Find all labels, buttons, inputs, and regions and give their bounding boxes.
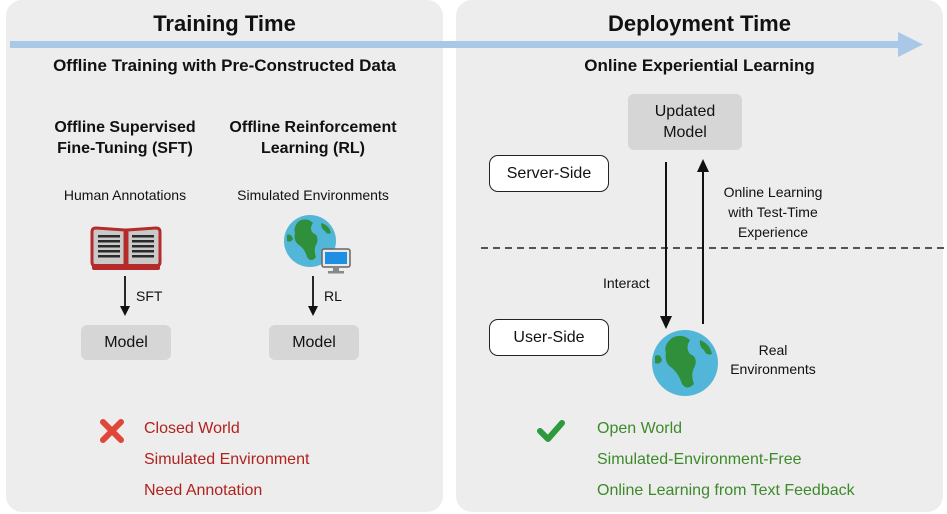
rl-heading-line2: Learning (RL) bbox=[261, 140, 365, 157]
sft-heading-line2: Fine-Tuning (SFT) bbox=[57, 140, 193, 157]
sft-arrow-label: SFT bbox=[136, 288, 163, 304]
pro-simulated-environment-free: Simulated-Environment-Free bbox=[597, 451, 802, 468]
con-simulated-environment: Simulated Environment bbox=[144, 451, 310, 468]
online-learning-line1: Online Learning bbox=[723, 184, 823, 200]
rl-arrow bbox=[308, 276, 318, 316]
rl-heading: Offline Reinforcement Learning (RL) bbox=[213, 117, 413, 159]
interact-arrow-head bbox=[660, 316, 672, 329]
rl-heading-line1: Offline Reinforcement bbox=[229, 119, 397, 136]
sft-heading: Offline Supervised Fine-Tuning (SFT) bbox=[30, 117, 220, 159]
training-time-panel bbox=[6, 0, 443, 512]
online-learning-line3: Experience bbox=[737, 224, 809, 240]
real-env-line1: Real bbox=[758, 342, 788, 358]
updated-model-box: Updated Model bbox=[628, 94, 742, 150]
training-time-title: Training Time bbox=[153, 11, 296, 36]
user-side-box: User-Side bbox=[489, 319, 609, 356]
sft-arrow bbox=[120, 276, 130, 316]
sft-model-box: Model bbox=[81, 325, 171, 360]
updated-model-line1: Updated bbox=[654, 103, 716, 120]
human-annotations-label: Human Annotations bbox=[63, 187, 187, 203]
server-side-box: Server-Side bbox=[489, 155, 609, 192]
online-learning-label: Online Learning with Test-Time Experienc… bbox=[718, 182, 828, 242]
learning-arrow-head bbox=[697, 159, 709, 172]
con-closed-world: Closed World bbox=[144, 420, 240, 437]
pro-online-learning-text-feedback: Online Learning from Text Feedback bbox=[597, 482, 855, 499]
book-icon bbox=[90, 226, 162, 270]
pro-open-world: Open World bbox=[597, 420, 683, 437]
rl-arrow-label: RL bbox=[324, 288, 342, 304]
real-environments-label: Real Environments bbox=[718, 341, 828, 379]
updated-model-line2: Model bbox=[663, 124, 707, 141]
real-env-line2: Environments bbox=[730, 361, 816, 377]
sft-heading-line1: Offline Supervised bbox=[54, 119, 196, 136]
interact-label: Interact bbox=[603, 275, 650, 291]
red-cross-icon bbox=[100, 419, 124, 443]
simulated-environments-label: Simulated Environments bbox=[237, 187, 389, 203]
training-subtitle: Offline Training with Pre-Constructed Da… bbox=[53, 56, 396, 75]
con-need-annotation: Need Annotation bbox=[144, 482, 263, 499]
globe-computer-icon bbox=[284, 215, 351, 274]
online-learning-line2: with Test-Time bbox=[728, 204, 818, 220]
deployment-subtitle: Online Experiential Learning bbox=[584, 56, 815, 75]
deployment-time-panel bbox=[456, 0, 943, 512]
green-check-icon bbox=[537, 420, 565, 442]
deployment-time-title: Deployment Time bbox=[608, 11, 791, 36]
rl-model-box: Model bbox=[269, 325, 359, 360]
globe-icon bbox=[652, 330, 718, 396]
